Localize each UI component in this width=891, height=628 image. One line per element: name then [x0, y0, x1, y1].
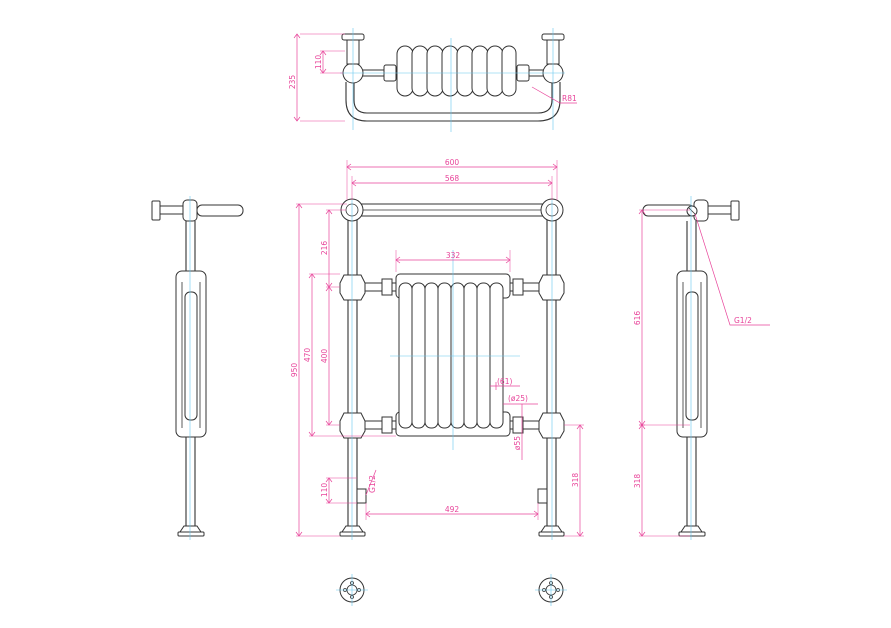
- dim-top-offset: 110: [314, 55, 323, 70]
- right-side-view: 616 318 G1/2: [633, 196, 770, 540]
- dim-rail-width: 568: [445, 174, 460, 183]
- dim-top-depth: 235: [288, 75, 297, 90]
- left-side-view: [151, 196, 244, 540]
- dim-section-pitch: (61): [497, 377, 512, 386]
- dim-overall-height: 950: [290, 363, 299, 378]
- front-view: 600 568 332 950 216 470 400 (61) (ø25) ø…: [290, 158, 584, 540]
- dim-side-upper: 616: [633, 311, 642, 326]
- dim-top-radius: R81: [562, 94, 577, 103]
- dim-side-lower: 318: [633, 474, 642, 489]
- dim-floor-to-rail: 318: [571, 473, 580, 488]
- dim-section-height-outer: 470: [303, 348, 312, 363]
- dim-side-thread: G1/2: [734, 316, 752, 325]
- dim-section-diameter: (ø25): [508, 394, 528, 403]
- dim-section-height-inner: 400: [320, 349, 329, 364]
- floor-flange-left: [336, 574, 368, 606]
- dim-valve-thread: G1/2: [368, 475, 377, 493]
- dim-pipe-diameter: ø55: [513, 436, 522, 450]
- dim-top-to-rail: 216: [320, 241, 329, 256]
- dim-valve-centres: 492: [445, 505, 460, 514]
- dim-radiator-width: 332: [446, 251, 461, 260]
- top-view: 235 110 R81: [288, 28, 577, 132]
- dim-overall-width: 600: [445, 158, 460, 167]
- floor-flange-right: [535, 574, 567, 606]
- dim-valve-height: 110: [320, 483, 329, 498]
- top-radiator-sections: [396, 45, 517, 97]
